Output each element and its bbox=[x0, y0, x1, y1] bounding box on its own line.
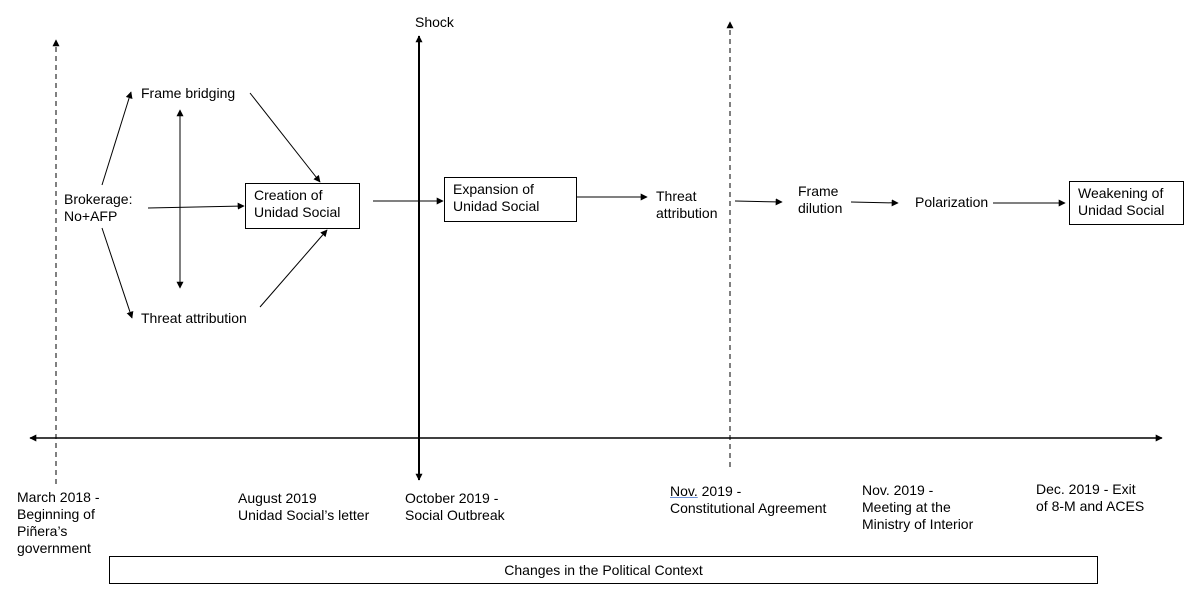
dec-2019-line-2: of 8-M and ACES bbox=[1036, 498, 1145, 514]
arrow-brokerage-to-creation bbox=[147, 202, 245, 210]
nov-2019-agreement-line-1: Nov. 2019 - bbox=[670, 483, 826, 500]
october-2019-line-1: October 2019 - bbox=[405, 490, 499, 506]
frame-bridging-label: Frame bridging bbox=[141, 85, 236, 101]
nov-2019-agreement-year: 2019 - bbox=[697, 483, 742, 499]
nov-2019-meeting-line-1: Nov. 2019 - bbox=[862, 482, 934, 498]
creation-line-2: Unidad Social bbox=[254, 204, 341, 220]
timeline-august-2019: August 2019 Unidad Social’s letter bbox=[238, 490, 369, 524]
expansion-line-2: Unidad Social bbox=[453, 198, 540, 214]
nov-2019-meeting-line-2: Meeting at the bbox=[862, 499, 951, 515]
frame-dilution-label: Frame dilution bbox=[798, 183, 842, 217]
creation-box: Creation of Unidad Social bbox=[245, 183, 360, 229]
brokerage-line-1: Brokerage: bbox=[64, 191, 133, 207]
nov-2019-agreement-month: Nov. bbox=[670, 483, 698, 499]
timeline-nov-2019-meeting: Nov. 2019 - Meeting at the Ministry of I… bbox=[862, 482, 973, 533]
timeline-october-2019: October 2019 - Social Outbreak bbox=[405, 490, 505, 524]
march-2018-line-1: March 2018 - bbox=[17, 489, 100, 505]
expansion-line-1: Expansion of bbox=[453, 181, 534, 197]
nov-2019-meeting-line-3: Ministry of Interior bbox=[862, 516, 974, 532]
brokerage-line-2: No+AFP bbox=[64, 208, 118, 224]
frame-dilution-line-1: Frame bbox=[798, 183, 839, 199]
arrow-brokerage-to-frame-bridging bbox=[101, 91, 133, 186]
august-2019-line-1: August 2019 bbox=[238, 490, 317, 506]
weakening-line-2: Unidad Social bbox=[1078, 202, 1165, 218]
march-2018-line-4: government bbox=[17, 540, 91, 556]
august-2019-line-2: Unidad Social’s letter bbox=[238, 507, 370, 523]
october-2019-line-2: Social Outbreak bbox=[405, 507, 505, 523]
march-2018-line-3: Piñera’s bbox=[17, 523, 68, 539]
threat-attribution-right-line-2: attribution bbox=[656, 205, 718, 221]
expansion-box: Expansion of Unidad Social bbox=[444, 177, 577, 222]
arrow-frame-bridging-to-creation bbox=[249, 92, 321, 183]
political-context-bar: Changes in the Political Context bbox=[109, 556, 1098, 584]
timeline-march-2018: March 2018 - Beginning of Piñera’s gover… bbox=[17, 489, 99, 557]
march-2018-line-2: Beginning of bbox=[17, 506, 95, 522]
threat-attribution-right-label: Threat attribution bbox=[656, 188, 717, 222]
shock-label: Shock bbox=[415, 14, 454, 30]
arrow-brokerage-to-threat-attribution bbox=[101, 227, 134, 319]
polarization-label: Polarization bbox=[915, 194, 989, 210]
weakening-line-1: Weakening of bbox=[1078, 185, 1164, 201]
creation-line-1: Creation of bbox=[254, 187, 323, 203]
brokerage-label: Brokerage: No+AFP bbox=[64, 191, 132, 225]
threat-attribution-left-label: Threat attribution bbox=[141, 310, 247, 326]
nov-2019-agreement-line-2: Constitutional Agreement bbox=[670, 500, 827, 516]
dec-2019-line-1: Dec. 2019 - Exit bbox=[1036, 481, 1136, 497]
arrow-threat-attribution-to-frame-dilution bbox=[734, 198, 783, 206]
frame-dilution-line-2: dilution bbox=[798, 200, 843, 216]
weakening-box: Weakening of Unidad Social bbox=[1069, 181, 1184, 225]
timeline-dec-2019: Dec. 2019 - Exit of 8-M and ACES bbox=[1036, 481, 1144, 515]
arrow-frame-dilution-to-polarization bbox=[850, 199, 899, 207]
timeline-nov-2019-agreement: Nov. 2019 - Constitutional Agreement bbox=[670, 483, 826, 517]
threat-attribution-right-line-1: Threat bbox=[656, 188, 697, 204]
arrow-threat-attribution-to-creation bbox=[259, 229, 328, 308]
